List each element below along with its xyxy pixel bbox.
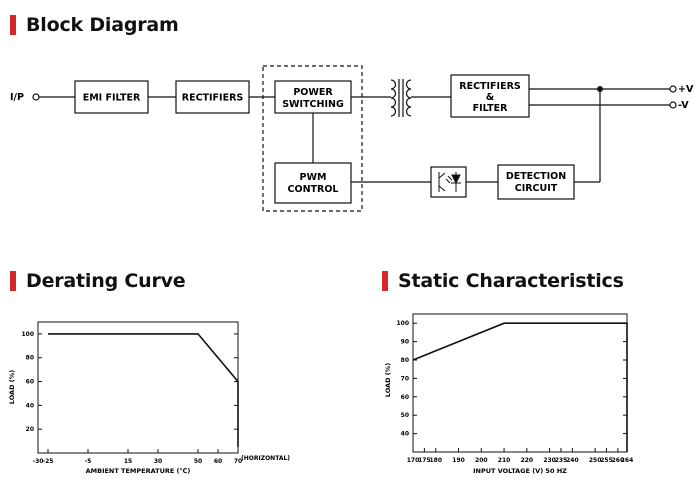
derating-y-tick-label: 20 [26, 426, 34, 433]
pwm-control-label-2: CONTROL [288, 184, 339, 195]
static-y-tick-label: 60 [401, 394, 409, 401]
derating-y-tick-label: 60 [26, 379, 34, 386]
derating-x-tick-label: -5 [85, 458, 92, 465]
detection-circuit-label-2: CIRCUIT [515, 183, 558, 194]
title-accent-bar [382, 271, 388, 291]
derating-x-tick-label: 15 [124, 458, 132, 465]
switching-enclosure [262, 65, 363, 212]
block-diagram: I/P EMI FILTER RECTIFIERS POWER SWITCHIN… [10, 65, 694, 212]
static-x-tick-label: 255 [600, 457, 613, 464]
static-x-tick-label: 210 [498, 457, 511, 464]
static-x-tick-label: 230 [543, 457, 556, 464]
static-xlabel: INPUT VOLTAGE (V) 50 HZ [473, 467, 567, 475]
static-y-tick-label: 70 [401, 375, 409, 382]
power-switching-label-2: SWITCHING [282, 99, 344, 110]
static-x-tick-label: 264 [621, 457, 634, 464]
static-y-tick-label: 90 [401, 339, 409, 346]
pwm-control-label-1: PWM [300, 172, 327, 183]
derating-y-tick-label: 40 [26, 402, 34, 409]
static-y-tick-label: 100 [396, 320, 409, 327]
title-accent-bar [10, 271, 16, 291]
derating-y-tick-label: 100 [21, 331, 34, 338]
static-y-tick-label: 40 [401, 431, 409, 438]
static-y-tick-label: 50 [401, 412, 409, 419]
static-ylabel: LOAD (%) [384, 363, 392, 397]
derating-y-ticks: 20 40 60 80 100 [21, 331, 238, 433]
static-x-tick-label: 250 [589, 457, 602, 464]
junction-dot [597, 86, 603, 92]
output-plus-label: +V [678, 84, 694, 95]
detection-circuit-label-1: DETECTION [506, 171, 566, 182]
derating-y-tick-label: 80 [26, 355, 34, 362]
rectifiers-filter-block [450, 74, 530, 118]
output-plus-terminal [669, 85, 677, 93]
static-characteristics-title-text: Static Characteristics [398, 270, 624, 292]
static-plot-frame [412, 313, 628, 453]
static-x-tick-label: 180 [430, 457, 443, 464]
derating-plot-frame [37, 321, 239, 454]
derating-x-tick-label: -25 [43, 458, 54, 465]
transformer-icon [390, 79, 412, 117]
static-y-ticks: 40 50 60 70 80 90 100 [396, 320, 627, 438]
title-accent-bar [10, 15, 16, 35]
derating-ylabel: LOAD (%) [8, 370, 16, 404]
static-y-tick-label: 80 [401, 357, 409, 364]
rectifiers-filter-label-3: FILTER [473, 103, 508, 114]
derating-x-tick-label: 70 [234, 458, 242, 465]
derating-x-tick-label: -30 [33, 458, 44, 465]
input-label: I/P [10, 92, 24, 103]
static-x-tick-label: 175 [418, 457, 431, 464]
emi-filter-label: EMI FILTER [83, 93, 141, 104]
static-x-tick-label: 200 [475, 457, 488, 464]
static-x-tick-label: 190 [452, 457, 465, 464]
derating-x-unit-note: (HORIZONTAL) [241, 455, 290, 462]
input-terminal [32, 93, 40, 101]
derating-curve-title: Derating Curve [10, 270, 186, 292]
output-minus-terminal [669, 101, 677, 109]
static-series-line [412, 322, 628, 452]
derating-x-tick-label: 60 [214, 458, 222, 465]
rectifiers-label: RECTIFIERS [182, 93, 244, 104]
derating-x-ticks: -30-25 -5 15 30 50 60 70 [33, 449, 242, 465]
static-x-tick-label: 170 [407, 457, 420, 464]
rectifiers-filter-label-2: & [486, 92, 494, 103]
derating-x-tick-label: 30 [154, 458, 162, 465]
pwm-control-block [274, 162, 352, 204]
optocoupler-icon [438, 172, 461, 192]
static-x-tick-label: 235 [555, 457, 568, 464]
derating-xlabel: AMBIENT TEMPERATURE (℃) [86, 467, 191, 475]
derating-x-tick-label: 50 [194, 458, 202, 465]
power-switching-label-1: POWER [293, 87, 333, 98]
block-diagram-title-text: Block Diagram [26, 14, 179, 36]
output-minus-label: -V [678, 100, 689, 111]
derating-series-line [48, 333, 239, 448]
block-diagram-title: Block Diagram [10, 14, 179, 36]
rectifiers-filter-label-1: RECTIFIERS [459, 81, 521, 92]
static-x-tick-label: 220 [521, 457, 534, 464]
derating-curve-title-text: Derating Curve [26, 270, 186, 292]
static-x-tick-label: 240 [566, 457, 579, 464]
static-x-tick-label: 260 [612, 457, 625, 464]
static-characteristics-title: Static Characteristics [382, 270, 624, 292]
